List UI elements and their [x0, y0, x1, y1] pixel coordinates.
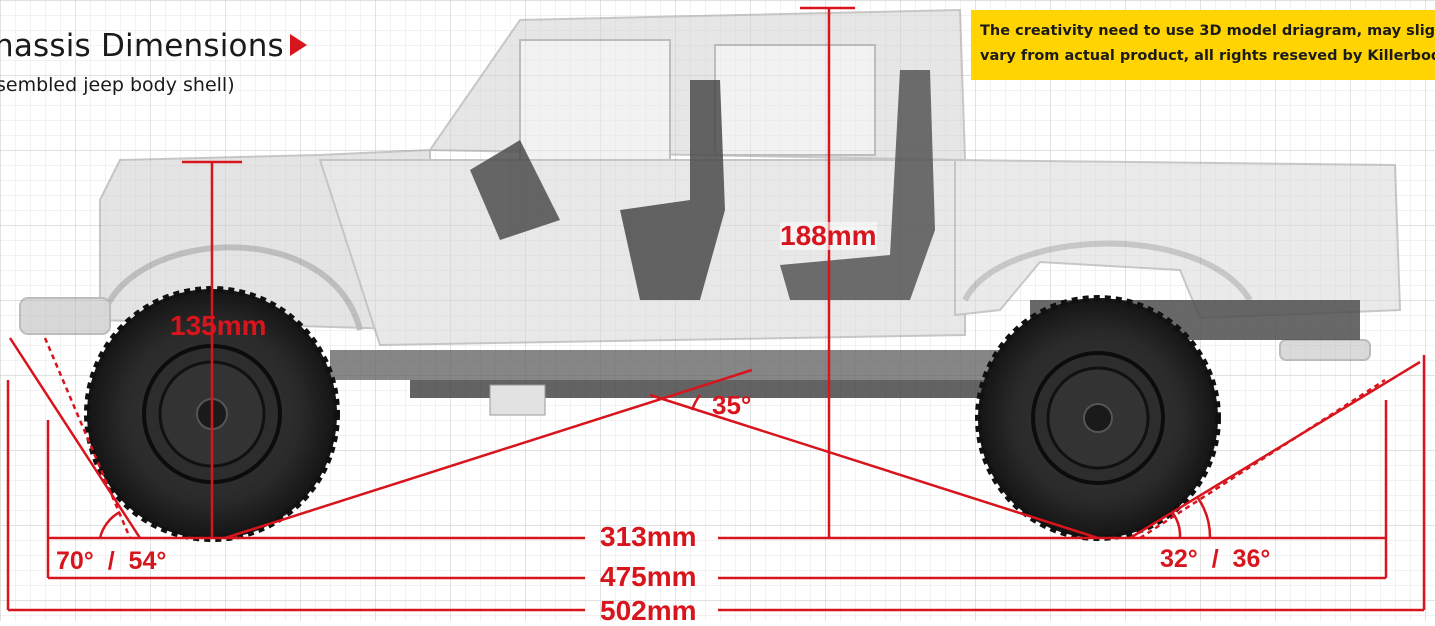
roof-height-label: 188mm [780, 220, 877, 251]
body-length-label: 475mm [600, 561, 697, 592]
rear-wheel [975, 295, 1221, 541]
departure-line [1129, 360, 1421, 540]
breakover-right-line [649, 393, 1099, 540]
page-title: hassis Dimensions [0, 28, 307, 64]
page-title-text: hassis Dimensions [0, 28, 284, 64]
breakover-angle-label: 35° [712, 390, 752, 420]
wheel-height-label: 135mm [170, 310, 267, 341]
approach-angles-label: 70° / 54° [56, 547, 167, 575]
overall-length-label: 502mm [600, 595, 697, 626]
approach-line [8, 337, 142, 539]
page-subtitle: sembled jeep body shell) [0, 74, 235, 96]
departure-angles-label: 32° / 36° [1160, 545, 1271, 573]
notice-line-2: vary from actual product, all rights res… [980, 48, 1435, 64]
notice-line-1: The creativity need to use 3D model dria… [980, 23, 1435, 39]
title-arrow-icon [289, 34, 307, 56]
copyright-notice: The creativity need to use 3D model dria… [971, 10, 1435, 80]
seats [470, 70, 935, 300]
dimension-lines [6, 6, 1426, 612]
wheelbase-label: 313mm [600, 521, 697, 552]
breakover-left-line [224, 368, 753, 540]
